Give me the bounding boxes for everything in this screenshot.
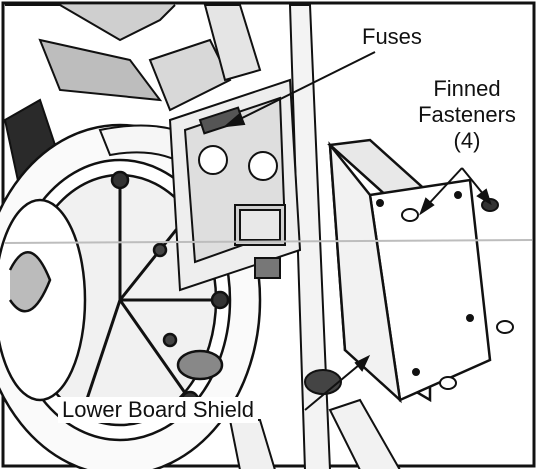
fasteners-label: Fasteners xyxy=(418,102,516,127)
fastener-4 xyxy=(439,376,457,390)
lower-board-shield xyxy=(327,138,492,404)
control-board xyxy=(168,78,302,292)
fuses-arrow-head xyxy=(222,112,246,128)
finned-fasteners xyxy=(376,191,514,390)
fastener-arrow-left xyxy=(419,197,435,216)
shield-arrow-head xyxy=(354,354,371,372)
finned-label: Finned xyxy=(433,76,501,101)
shield-leader xyxy=(304,359,366,411)
fastener-count-label: (4) xyxy=(453,128,481,153)
scan-streak xyxy=(4,239,533,244)
lower-board-shield-label: Lower Board Shield xyxy=(58,397,259,423)
fastener-arrow-right xyxy=(476,188,492,206)
fastener-2 xyxy=(481,198,499,212)
fuses-label: Fuses xyxy=(362,24,422,49)
leader-lines xyxy=(222,51,492,411)
fastener-3 xyxy=(496,320,514,334)
fuses-leader xyxy=(227,51,376,126)
fastener-1 xyxy=(401,208,419,222)
